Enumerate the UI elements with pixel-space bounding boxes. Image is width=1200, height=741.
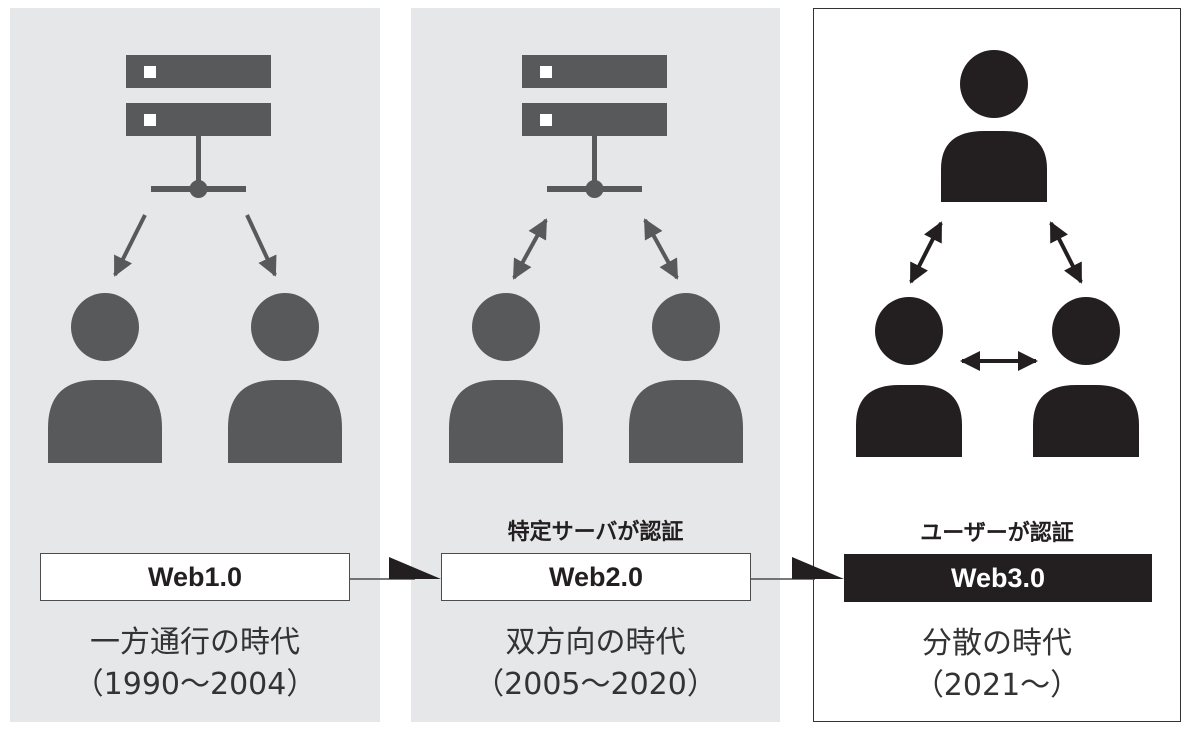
web1-label: Web1.0 — [40, 553, 350, 601]
user-icon — [856, 297, 962, 457]
web1-network-diagram — [48, 55, 342, 463]
bidirectional-arrow-right — [643, 218, 679, 280]
user-icon — [449, 293, 563, 463]
web3-caption: ユーザーが認証 — [920, 521, 1074, 546]
web3-era-years: （2021～） — [913, 668, 1081, 703]
server-icon — [126, 55, 271, 198]
web3-label: Web3.0 — [844, 554, 1152, 602]
bidirectional-arrow-left — [512, 218, 548, 280]
server-icon — [522, 55, 667, 198]
user-icon — [48, 293, 162, 463]
arrow-down-right — [245, 214, 277, 277]
user-icon — [228, 293, 342, 463]
web2-era-name: 双方向の時代 — [505, 625, 686, 660]
web1-era-name: 一方通行の時代 — [90, 625, 300, 660]
web3-panel: ユーザーが認証 Web3.0 分散の時代 （2021～） — [813, 8, 1181, 722]
web3-era-name: 分散の時代 — [922, 626, 1072, 661]
arrow-down-left — [113, 214, 147, 277]
web1-era-years: （1990～2004） — [73, 667, 317, 702]
web2-network-diagram — [449, 55, 743, 463]
web2-panel: 特定サーバが認証 Web2.0 双方向の時代 （2005～2020） — [411, 8, 780, 722]
web2-caption: 特定サーバが認証 — [507, 520, 684, 545]
user-icon — [941, 50, 1047, 202]
web2-label: Web2.0 — [441, 553, 751, 601]
bidirectional-arrow-top-left — [909, 221, 943, 284]
web1-panel: Web1.0 一方通行の時代 （1990～2004） — [10, 8, 380, 722]
web2-era-years: （2005～2020） — [474, 667, 717, 702]
bidirectional-arrow-top-right — [1049, 221, 1083, 284]
user-icon — [1033, 297, 1139, 457]
web3-network-diagram — [856, 50, 1139, 457]
user-icon — [629, 293, 743, 463]
